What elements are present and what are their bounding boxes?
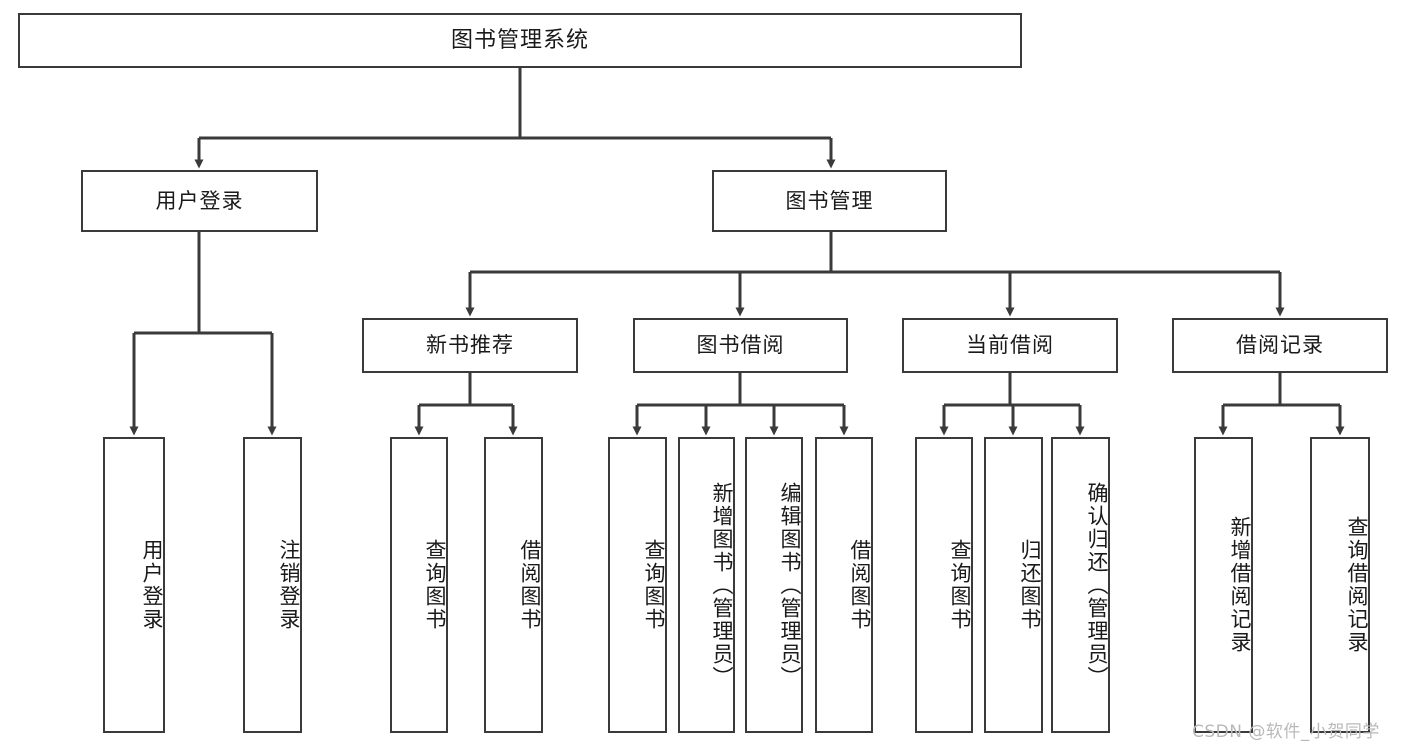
node-book-management-label: 图书管理 <box>785 188 874 213</box>
leaf-query-borrow-record[interactable]: 查询借阅记录 <box>1310 437 1370 733</box>
leaf-add-borrow-record[interactable]: 新增借阅记录 <box>1194 437 1253 733</box>
node-book-borrow[interactable]: 图书借阅 <box>633 318 848 373</box>
leaf-logout-login-label: 注销登录 <box>277 539 301 631</box>
leaf-borrow-book-newbook[interactable]: 借阅图书 <box>484 437 543 733</box>
node-book-management[interactable]: 图书管理 <box>712 170 947 232</box>
node-root[interactable]: 图书管理系统 <box>18 13 1022 68</box>
leaf-query-book-current-label: 查询图书 <box>948 539 972 631</box>
leaf-edit-book-admin-label: 编辑图书（管理员） <box>778 481 802 689</box>
leaf-user-login-label: 用户登录 <box>140 539 164 631</box>
leaf-query-book-borrow[interactable]: 查询图书 <box>608 437 667 733</box>
node-borrow-record-label: 借阅记录 <box>1236 333 1324 358</box>
node-borrow-record[interactable]: 借阅记录 <box>1172 318 1388 373</box>
node-current-borrow[interactable]: 当前借阅 <box>902 318 1118 373</box>
leaf-borrow-book[interactable]: 借阅图书 <box>815 437 873 733</box>
leaf-query-book-newbook-label: 查询图书 <box>423 539 447 631</box>
leaf-query-book-borrow-label: 查询图书 <box>642 539 666 631</box>
leaf-add-borrow-record-label: 新增借阅记录 <box>1228 516 1252 654</box>
node-book-borrow-label: 图书借阅 <box>696 333 785 358</box>
leaf-logout-login[interactable]: 注销登录 <box>243 437 302 733</box>
leaf-borrow-book-newbook-label: 借阅图书 <box>518 539 542 631</box>
leaf-return-book[interactable]: 归还图书 <box>984 437 1043 733</box>
leaf-query-book-current[interactable]: 查询图书 <box>915 437 973 733</box>
leaf-edit-book-admin[interactable]: 编辑图书（管理员） <box>745 437 803 733</box>
node-root-label: 图书管理系统 <box>450 27 589 53</box>
node-new-book-recommend[interactable]: 新书推荐 <box>362 318 578 373</box>
leaf-confirm-return-admin-label: 确认归还（管理员） <box>1085 481 1109 689</box>
node-current-borrow-label: 当前借阅 <box>966 333 1054 358</box>
node-new-book-recommend-label: 新书推荐 <box>426 333 514 358</box>
leaf-return-book-label: 归还图书 <box>1018 539 1042 631</box>
leaf-query-book-newbook[interactable]: 查询图书 <box>390 437 448 733</box>
node-user-login-label: 用户登录 <box>155 188 244 213</box>
leaf-add-book-admin-label: 新增图书（管理员） <box>710 481 734 689</box>
csdn-watermark: CSDN @软件_小贺同学 <box>1192 722 1380 742</box>
leaf-user-login[interactable]: 用户登录 <box>103 437 165 733</box>
leaf-query-borrow-record-label: 查询借阅记录 <box>1345 516 1369 654</box>
leaf-borrow-book-label: 借阅图书 <box>848 539 872 631</box>
leaf-confirm-return-admin[interactable]: 确认归还（管理员） <box>1051 437 1110 733</box>
node-user-login[interactable]: 用户登录 <box>81 170 318 232</box>
leaf-add-book-admin[interactable]: 新增图书（管理员） <box>678 437 735 733</box>
